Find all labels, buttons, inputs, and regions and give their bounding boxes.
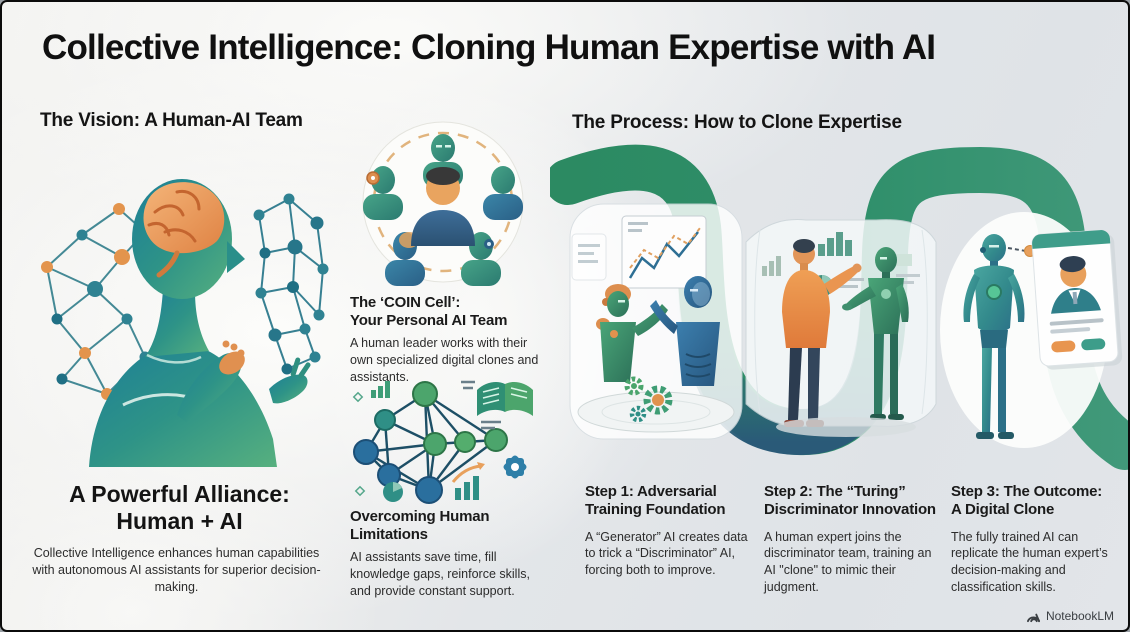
step-1-block: Step 1: Adversarial Training Foundation …: [585, 483, 757, 579]
teal-pill: [1081, 338, 1106, 351]
coin-cell-body: A human leader works with their own spec…: [350, 336, 539, 384]
line-chart-board: [621, 215, 707, 289]
step-2-block: Step 2: The “Turing” Discriminator Innov…: [764, 483, 944, 596]
panel-chip: [896, 254, 912, 266]
knowledge-network-icon: [352, 380, 533, 504]
clone-robot-figure: [842, 247, 909, 420]
digital-clone-robot: [963, 234, 1025, 439]
orange-pill: [1051, 340, 1076, 353]
alliance-body: Collective Intelligence enhances human c…: [32, 546, 321, 594]
step-1-title: Step 1: Adversarial Training Foundation: [585, 483, 726, 519]
discriminator-robot: [650, 276, 720, 386]
side-card: [571, 233, 607, 281]
right-network-nodes: [253, 193, 329, 375]
bar-chart-icon: [371, 381, 390, 398]
sparkle-icon: [354, 485, 366, 497]
left-network-icon: [46, 208, 146, 395]
bar-chart-icon: [818, 232, 852, 256]
profile-card: [1031, 229, 1123, 370]
team-leader-avatar: [411, 167, 475, 246]
step-1-body: A “Generator” AI creates data to trick a…: [585, 529, 748, 578]
process-flow-illustration: [550, 144, 1128, 470]
expert-portrait: [1051, 256, 1101, 314]
human-figure: [89, 179, 311, 467]
network-nodes: [353, 381, 508, 504]
vision-section-heading: The Vision: A Human-AI Team: [40, 110, 303, 131]
robot-bust-left: [363, 166, 403, 220]
brand-name: NotebookLM: [1045, 609, 1114, 623]
pie-chart-icon: [383, 482, 403, 502]
robot-bust-bottom-right: [461, 232, 501, 286]
process-section-heading: The Process: How to Clone Expertise: [572, 112, 902, 133]
gears-icon: [624, 376, 673, 423]
brain-icon: [143, 182, 225, 278]
small-bars-icon: [762, 256, 781, 276]
step-3-title: Step 3: The Outcome: A Digital Clone: [951, 483, 1103, 519]
coin-cell-heading: The ‘COIN Cell’: Your Personal AI Team: [350, 294, 508, 330]
coin-cell-team-icon: [362, 121, 524, 286]
sparkle-icon: [352, 391, 364, 403]
limitations-heading: Overcoming Human Limitations: [350, 508, 490, 544]
step-2-body: A human expert joins the discriminator t…: [764, 529, 932, 594]
book-icon: [461, 380, 533, 430]
gear-icon: [503, 455, 527, 479]
growth-chart-icon: [451, 462, 485, 500]
brand-watermark: NotebookLM: [1026, 609, 1114, 623]
generator-robot: [596, 284, 668, 382]
alliance-heading: A Powerful Alliance: Human + AI: [69, 481, 290, 535]
limitations-body: AI assistants save time, fill knowledge …: [350, 550, 530, 598]
robot-bust-right: [483, 166, 523, 220]
page-title: Collective Intelligence: Cloning Human E…: [42, 28, 936, 67]
human-brain-network-illustration: [41, 179, 329, 467]
adversarial-robots-illustration: [569, 203, 743, 440]
human-expert-robot-illustration: [745, 219, 937, 437]
digital-clone-card-illustration: [940, 212, 1123, 448]
step-2-title: Step 2: The “Turing” Discriminator Innov…: [764, 483, 936, 519]
notebooklm-logo-icon: [1026, 613, 1040, 622]
step-3-block: Step 3: The Outcome: A Digital Clone The…: [951, 483, 1123, 596]
step-3-body: The fully trained AI can replicate the h…: [951, 529, 1108, 594]
